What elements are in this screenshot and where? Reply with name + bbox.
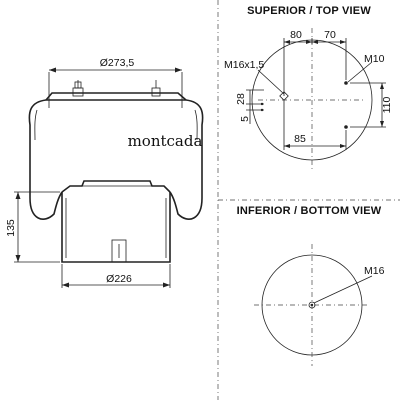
height-label: 135 bbox=[5, 219, 17, 237]
dia-top-label: Ø273,5 bbox=[100, 57, 135, 69]
m16x15-label: M16x1,5 bbox=[224, 59, 264, 71]
m16-center-hole bbox=[308, 301, 316, 309]
bottom-view: INFERIOR / BOTTOM VIEW M16 bbox=[237, 205, 385, 366]
m10-hole-bottom bbox=[344, 125, 348, 129]
bellows-right-inner bbox=[194, 109, 198, 141]
m10-leader bbox=[347, 61, 373, 83]
dim-5-label: 5 bbox=[239, 116, 251, 122]
top-stud-left-nut bbox=[74, 81, 82, 89]
dim-80-70-arrows bbox=[284, 40, 346, 44]
m10-hole-top bbox=[344, 81, 348, 85]
m16-leader bbox=[257, 69, 285, 95]
top-stud-right bbox=[151, 87, 161, 97]
bellows-right bbox=[169, 99, 204, 220]
bottom-m16-label: M16 bbox=[364, 265, 385, 277]
piston-top bbox=[61, 180, 171, 193]
dia-bottom-label: Ø226 bbox=[106, 273, 132, 285]
m10-label: M10 bbox=[364, 53, 385, 65]
bellows-left-inner bbox=[34, 109, 38, 141]
side-view: Ø273,5 montcada 135 bbox=[5, 57, 204, 288]
dim-70-label: 70 bbox=[324, 29, 336, 41]
top-view: SUPERIOR / TOP VIEW 80 70 M16x1,5 M10 28… bbox=[224, 5, 393, 172]
bottom-m16-leader bbox=[313, 275, 373, 304]
top-stud-left bbox=[72, 87, 84, 97]
dim-110-label: 110 bbox=[381, 96, 393, 113]
dim-85-label: 85 bbox=[294, 133, 306, 145]
top-view-title: SUPERIOR / TOP VIEW bbox=[247, 5, 371, 17]
piston-body bbox=[61, 192, 171, 263]
top-plate bbox=[45, 92, 187, 101]
height-arrows bbox=[15, 192, 21, 262]
bellows-left bbox=[28, 99, 63, 220]
dim-28-label: 28 bbox=[235, 93, 247, 105]
bottom-view-title: INFERIOR / BOTTOM VIEW bbox=[237, 205, 382, 217]
m16-center-dot bbox=[310, 303, 314, 307]
brand-label: montcada bbox=[128, 132, 203, 150]
air-fitting-hole bbox=[279, 91, 289, 101]
bottom-bolt bbox=[111, 239, 127, 263]
dim-80-label: 80 bbox=[290, 29, 302, 41]
